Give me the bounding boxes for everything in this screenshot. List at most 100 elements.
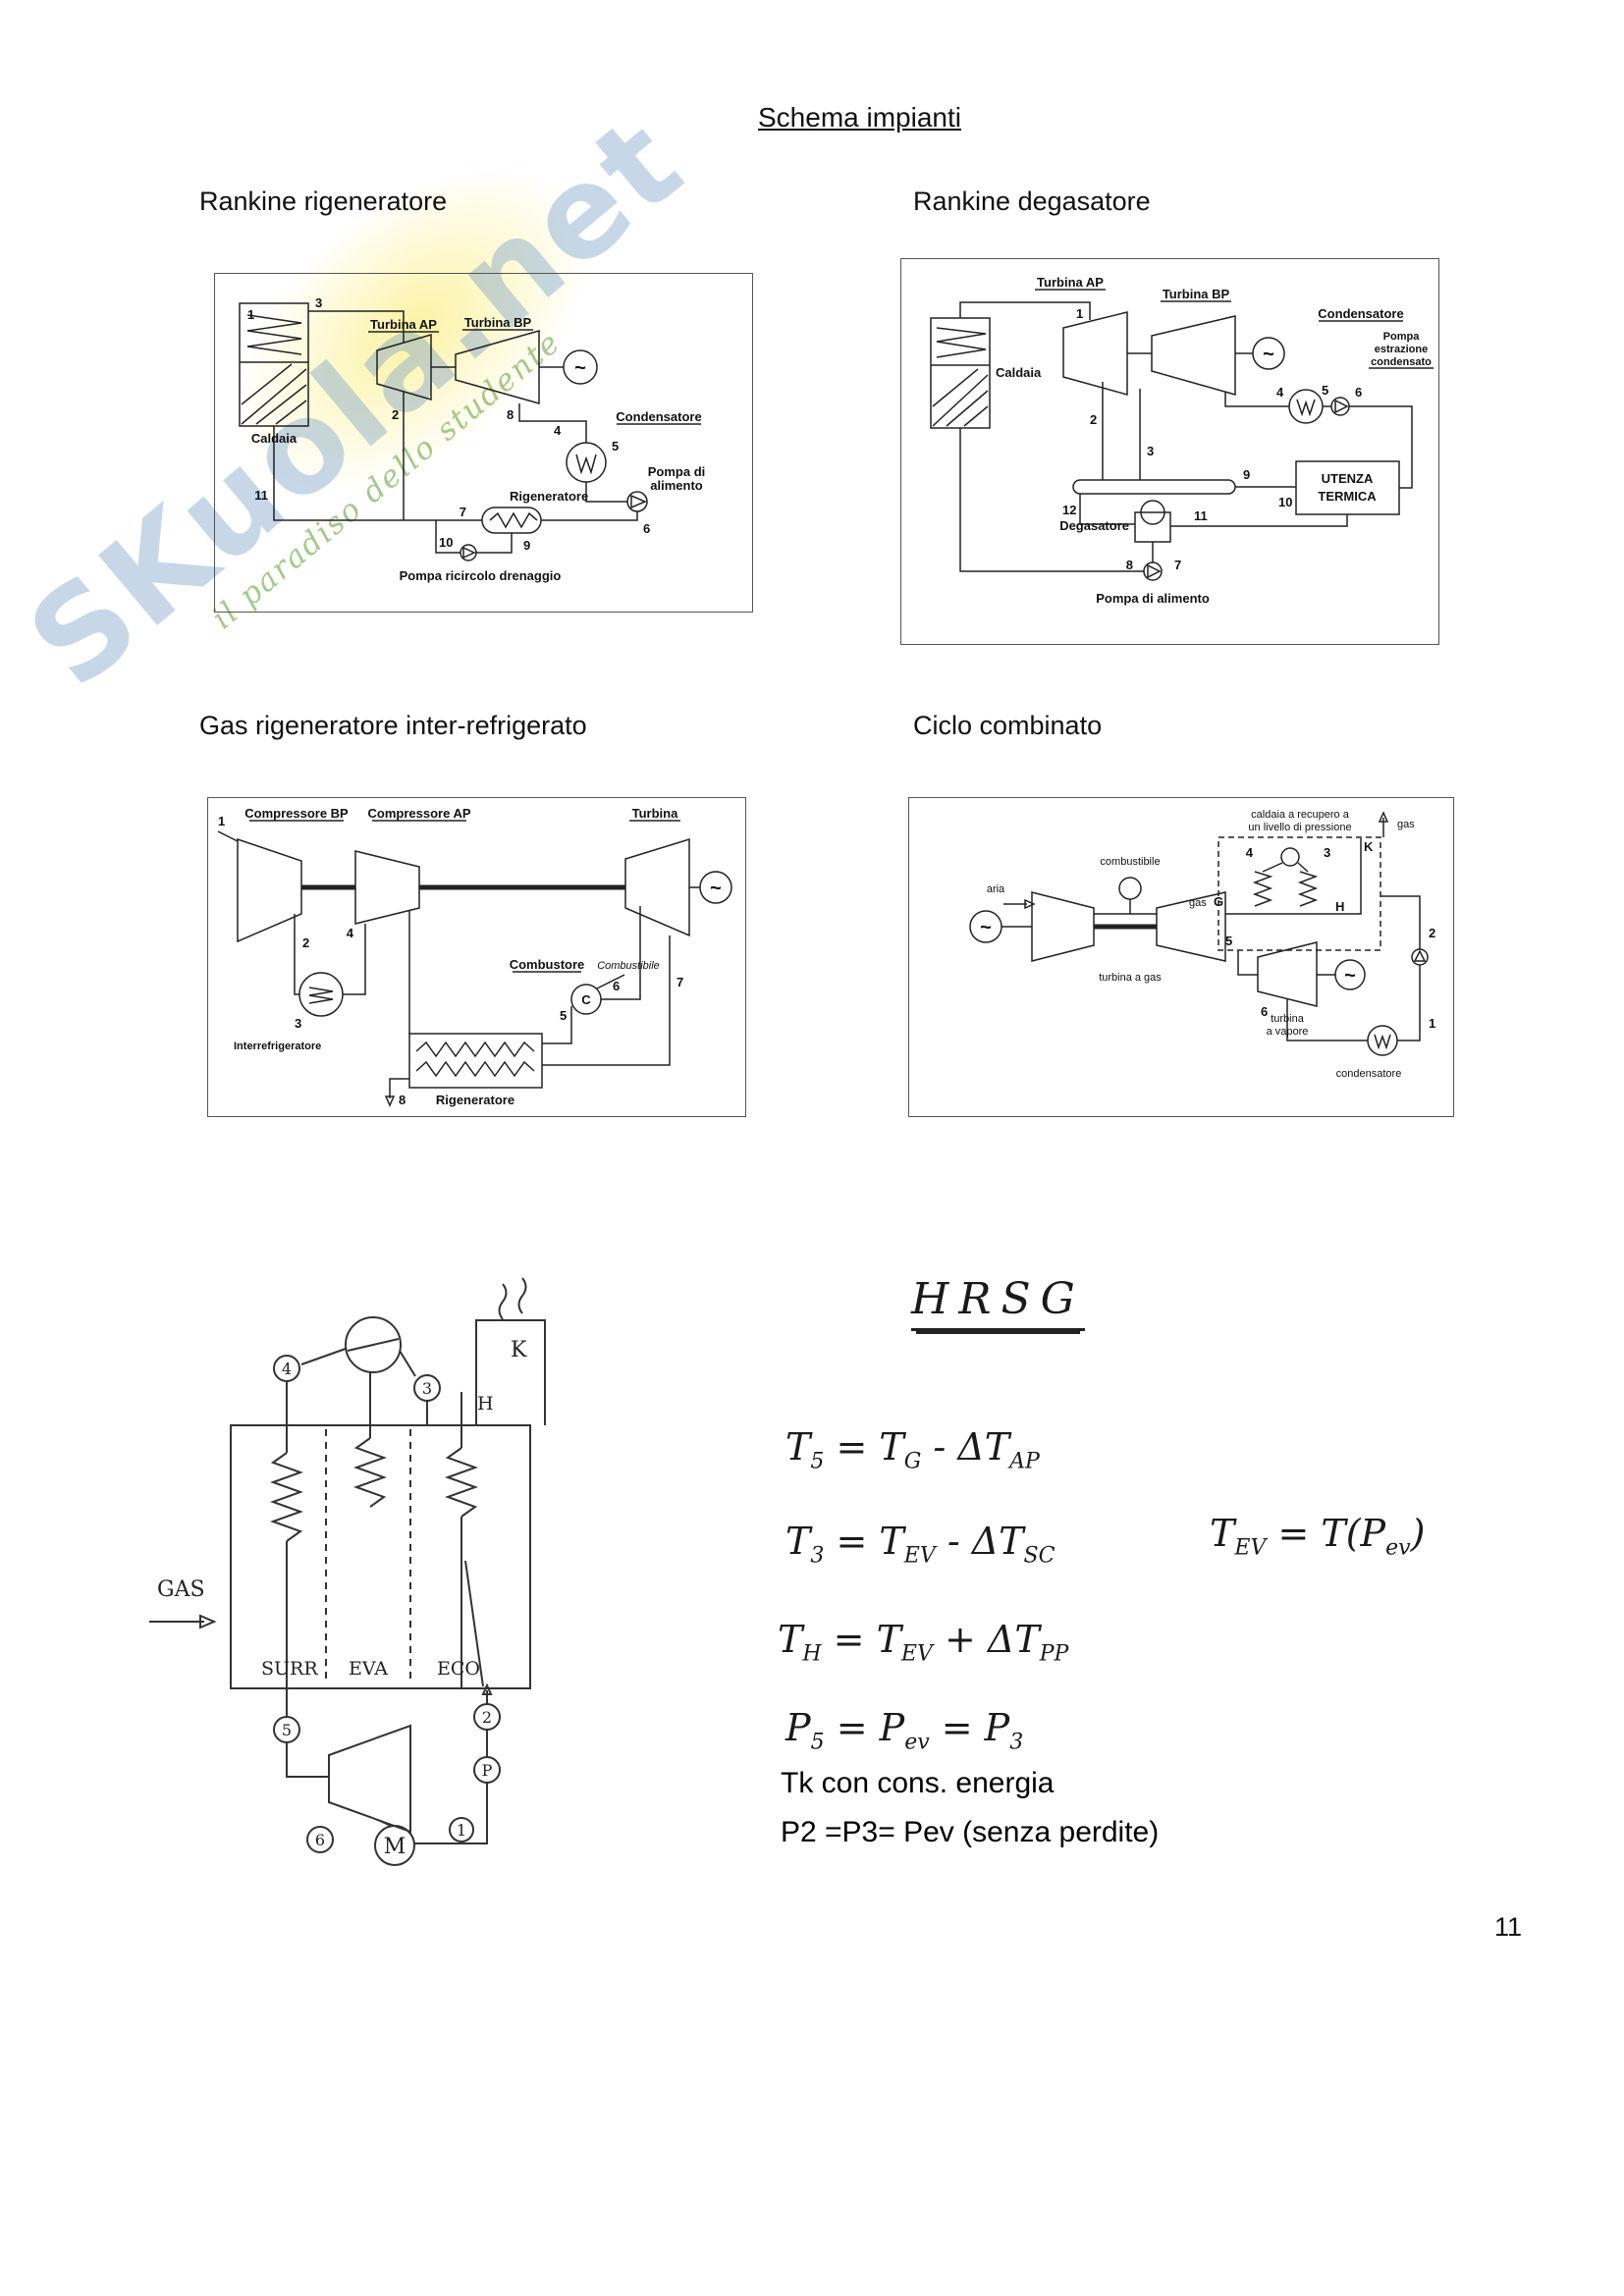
label-pompa-ricircolo: Pompa ricircolo drenaggio: [400, 568, 562, 583]
turbine-bp-shape: [1151, 315, 1236, 396]
formula-tev: TEV = T(Pev): [1210, 1512, 1426, 1561]
turbine-bp-shape: [455, 330, 540, 404]
steam-turbine-shape: [1257, 941, 1335, 1007]
node-number: 11: [254, 488, 268, 503]
label-aria: aria: [987, 883, 1005, 895]
node-1-circle: [449, 1817, 474, 1842]
node-number: 8: [1126, 558, 1133, 572]
recirculation-pump-shape: [460, 544, 477, 561]
generator-shape: [699, 871, 732, 904]
heading-rankine-degasatore: Rankine degasatore: [913, 187, 1151, 216]
node-number: 1: [1429, 1016, 1435, 1031]
node-number: 2: [392, 407, 399, 422]
node-number: 6: [315, 1831, 325, 1849]
generator-symbol: ~: [980, 917, 992, 938]
condenser-shape: [1367, 1025, 1398, 1056]
eva-coil: [353, 1437, 387, 1508]
pipe-lines: [273, 310, 638, 554]
label-k: K: [511, 1338, 527, 1362]
gas-turbine-group: [1001, 891, 1226, 962]
label-rigeneratore: Rigeneratore: [510, 489, 588, 504]
node-number: 10: [439, 535, 453, 550]
steam-generator-shape: [1334, 959, 1366, 990]
diagram-ciclo-combinato-svg: caldaia a recupero a un livello di press…: [969, 809, 1435, 1080]
pump-p-circle: [473, 1756, 501, 1784]
eco-coil: [445, 1447, 478, 1518]
label-condensatore: condensatore: [1336, 1068, 1402, 1080]
heading-gas-rigeneratore: Gas rigeneratore inter-refrigerato: [199, 711, 587, 740]
label-k: K: [1364, 839, 1374, 854]
label-utenza-1: UTENZA: [1322, 471, 1374, 486]
condenser-m-shape: [374, 1825, 415, 1866]
node-number: 1: [218, 814, 225, 828]
label-caldaia: Caldaia: [996, 365, 1042, 380]
label-gas-top: gas: [1397, 819, 1415, 830]
label-p: P: [482, 1761, 493, 1780]
node-number: 5: [282, 1721, 292, 1739]
heading-rankine-rigeneratore: Rankine rigeneratore: [199, 187, 448, 216]
label-pompa-alimento-1: Pompa di: [648, 464, 706, 479]
label-pompa-estrazione-2: estrazione: [1375, 344, 1428, 355]
node-number: 1: [457, 1821, 466, 1840]
label-turbina-ap: Turbina AP: [370, 317, 437, 332]
deaerator-shape: [1134, 500, 1171, 543]
node-number: 6: [1355, 385, 1362, 400]
node-number: 1: [1076, 306, 1083, 321]
node-number: 8: [399, 1093, 406, 1107]
node-number: 6: [613, 979, 620, 993]
generator-shape: [1252, 337, 1285, 370]
diagram-gas-rigeneratore-svg: Compressore BP Compressore AP Turbina: [217, 806, 732, 1107]
label-eva: EVA: [349, 1658, 388, 1680]
combustor-shape: [570, 984, 602, 1015]
node-number: 3: [295, 1016, 301, 1031]
note-line-1: Tk con cons. energia: [781, 1767, 1055, 1799]
label-gas: GAS: [157, 1577, 205, 1602]
compressor-bp-shape: [217, 830, 302, 943]
turbine-shape: [624, 837, 690, 937]
label-condensatore: Condensatore: [1318, 306, 1403, 321]
condenser-shape: [566, 442, 607, 483]
label-utenza-2: TERMICA: [1318, 489, 1377, 504]
node-number: 11: [1194, 508, 1208, 523]
node-number: 5: [1225, 934, 1232, 948]
node-number: 2: [302, 935, 309, 950]
node-number: 4: [282, 1360, 292, 1378]
label-turbina-a-gas: turbina a gas: [1099, 972, 1162, 984]
pipe-lines: [294, 906, 671, 1107]
node-number: 3: [1147, 444, 1154, 458]
label-turbina-vapore-1: turbina: [1271, 1013, 1305, 1025]
node-number: 9: [523, 538, 530, 553]
regenerator-shape: [481, 507, 542, 534]
hrsg-title: HRSG: [911, 1274, 1085, 1331]
condensate-pump-shape: [1411, 948, 1429, 966]
intercooler-shape: [298, 972, 344, 1017]
chimney-shape: [475, 1277, 546, 1425]
node-5-circle: [273, 1716, 300, 1743]
label-combustibile: Combustibile: [597, 960, 660, 972]
gas-generator-shape: [969, 910, 1002, 943]
node-number: 4: [347, 926, 354, 940]
label-compressore-ap: Compressore AP: [368, 806, 471, 821]
label-pompa-estrazione-3: condensato: [1371, 356, 1432, 368]
formula-p5: P5 = Pev = P3: [785, 1706, 1024, 1755]
generator-symbol: ~: [710, 878, 722, 899]
note-line-2: P2 =P3= Pev (senza perdite): [781, 1816, 1160, 1848]
label-turbina-bp: Turbina BP: [1163, 287, 1230, 301]
generator-symbol: ~: [574, 357, 586, 379]
extraction-pump-shape: [1330, 397, 1350, 416]
node-number: 2: [1429, 926, 1435, 940]
diagram-rankine-degasatore-svg: ~ UTENZA TERMICA: [930, 275, 1434, 606]
node-number: 4: [1276, 385, 1284, 400]
label-turbina-vapore-2: a vapore: [1267, 1026, 1309, 1038]
regenerator-shape: [408, 1033, 543, 1089]
diagram-rankine-rigeneratore: ~ Turbina AP Turbina BP Condensatore: [214, 273, 753, 613]
formula-t5: T5 = TG - ΔTAP: [785, 1425, 1040, 1474]
diagram-ciclo-combinato: caldaia a recupero a un livello di press…: [908, 797, 1454, 1117]
turbine-ap-shape: [1062, 311, 1128, 396]
label-compressore-bp: Compressore BP: [244, 806, 349, 821]
header-pipe-shape: [1072, 479, 1236, 495]
node-number: 7: [1174, 558, 1181, 572]
label-combustibile: combustibile: [1100, 856, 1160, 868]
feed-pump-shape: [626, 491, 648, 512]
